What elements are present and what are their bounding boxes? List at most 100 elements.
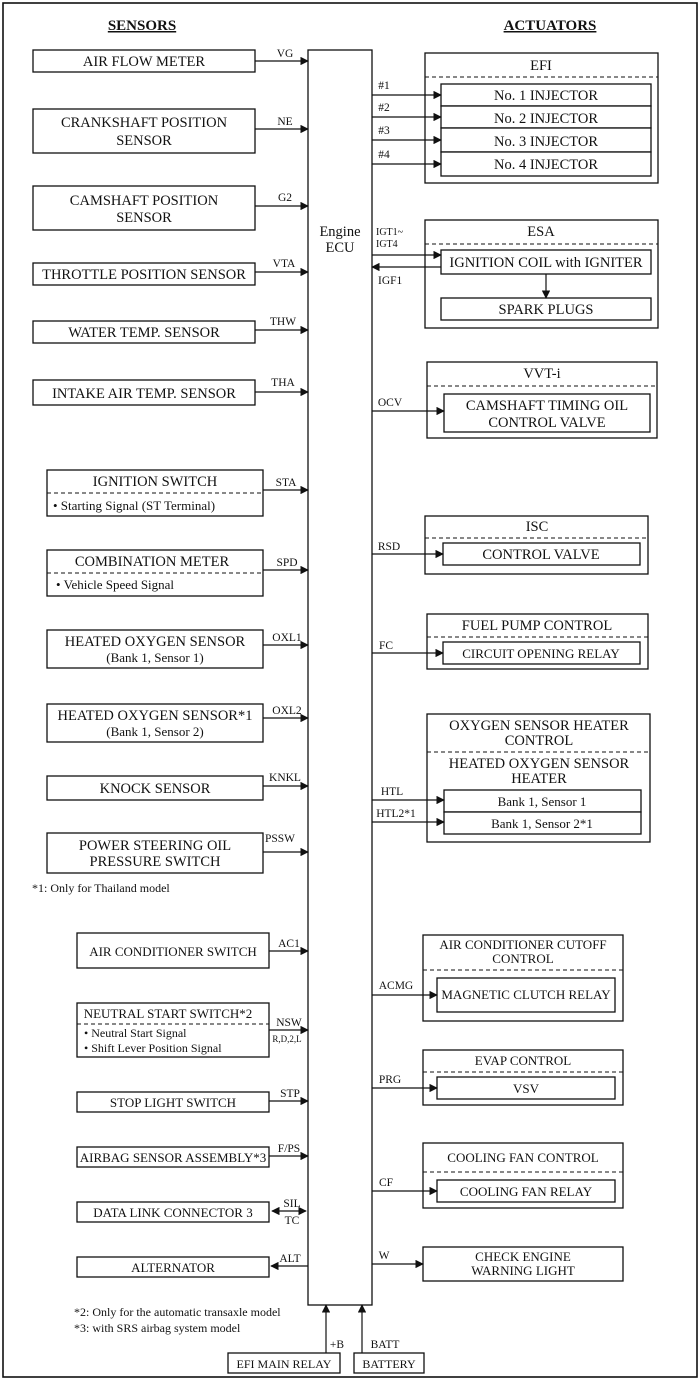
svg-text:SENSOR: SENSOR <box>116 133 172 149</box>
svg-text:FC: FC <box>379 640 393 652</box>
power-battery: BATTERY BATT <box>353 1304 425 1374</box>
svg-text:• Shift Lever Position Signal: • Shift Lever Position Signal <box>84 1041 222 1055</box>
sensor-data-link-connector: DATA LINK CONNECTOR 3 SIL TC <box>76 1198 307 1227</box>
sensor-stop-light-switch: STOP LIGHT SWITCH STP <box>76 1088 309 1113</box>
svg-text:• Vehicle Speed Signal: • Vehicle Speed Signal <box>56 577 174 592</box>
svg-text:EVAP CONTROL: EVAP CONTROL <box>475 1053 571 1068</box>
svg-text:#4: #4 <box>378 149 390 161</box>
svg-text:THROTTLE POSITION SENSOR: THROTTLE POSITION SENSOR <box>42 267 246 283</box>
svg-text:CONTROL VALVE: CONTROL VALVE <box>488 415 605 431</box>
svg-text:BATTERY: BATTERY <box>362 1357 416 1371</box>
svg-text:HTL: HTL <box>381 786 403 798</box>
svg-text:No. 1 INJECTOR: No. 1 INJECTOR <box>494 88 598 104</box>
svg-text:NE: NE <box>277 116 292 128</box>
svg-text:SIL: SIL <box>283 1198 300 1210</box>
footnote-1: *1: Only for Thailand model <box>32 881 170 895</box>
svg-text:VSV: VSV <box>513 1081 540 1096</box>
svg-text:INTAKE AIR TEMP. SENSOR: INTAKE AIR TEMP. SENSOR <box>52 386 236 402</box>
svg-text:EFI: EFI <box>530 58 552 74</box>
svg-text:W: W <box>379 1250 390 1262</box>
actuator-oxygen-heater-group: OXYGEN SENSOR HEATER CONTROL HEATED OXYG… <box>372 713 651 843</box>
sensor-water-temp: WATER TEMP. SENSOR THW <box>32 316 309 344</box>
actuator-evap-group: EVAP CONTROL VSV PRG <box>372 1049 624 1106</box>
sensor-knock: KNOCK SENSOR KNKL <box>46 772 309 801</box>
actuator-check-engine-light: CHECK ENGINE WARNING LIGHT W <box>372 1246 624 1282</box>
svg-text:KNOCK SENSOR: KNOCK SENSOR <box>100 781 211 797</box>
engine-ecu-box <box>307 49 373 1306</box>
svg-text:#3: #3 <box>378 125 390 137</box>
svg-text:AIR FLOW METER: AIR FLOW METER <box>83 54 206 70</box>
svg-text:PRG: PRG <box>379 1074 401 1086</box>
svg-text:Bank 1, Sensor 2*1: Bank 1, Sensor 2*1 <box>491 816 593 831</box>
svg-text:NEUTRAL START SWITCH*2: NEUTRAL START SWITCH*2 <box>84 1006 253 1021</box>
svg-text:No. 3 INJECTOR: No. 3 INJECTOR <box>494 134 598 150</box>
actuator-vvt-group: VVT-i CAMSHAFT TIMING OIL CONTROL VALVE … <box>372 361 658 439</box>
sensor-heated-oxygen-2: HEATED OXYGEN SENSOR*1 (Bank 1, Sensor 2… <box>46 703 309 743</box>
svg-text:BATT: BATT <box>371 1339 400 1351</box>
svg-text:MAGNETIC CLUTCH RELAY: MAGNETIC CLUTCH RELAY <box>441 987 611 1002</box>
svg-text:FUEL PUMP CONTROL: FUEL PUMP CONTROL <box>462 618 612 634</box>
svg-text:NSW: NSW <box>276 1017 302 1029</box>
svg-text:AIRBAG SENSOR ASSEMBLY*3: AIRBAG SENSOR ASSEMBLY*3 <box>80 1150 267 1165</box>
svg-text:CF: CF <box>379 1177 393 1189</box>
svg-text:EFI MAIN RELAY: EFI MAIN RELAY <box>237 1357 332 1371</box>
svg-text:THA: THA <box>271 377 295 389</box>
svg-text:HEATER: HEATER <box>511 771 567 787</box>
svg-text:ALT: ALT <box>279 1253 300 1265</box>
actuator-cooling-fan-group: COOLING FAN CONTROL COOLING FAN RELAY CF <box>372 1142 624 1209</box>
svg-text:KNKL: KNKL <box>269 772 301 784</box>
svg-text:STA: STA <box>276 477 297 489</box>
svg-text:#1: #1 <box>378 80 390 92</box>
svg-text:AIR CONDITIONER CUTOFF: AIR CONDITIONER CUTOFF <box>439 937 606 952</box>
sensor-combination-meter: COMBINATION METER • Vehicle Speed Signal… <box>46 549 309 597</box>
sensor-air-flow-meter: AIR FLOW METER VG <box>32 48 309 73</box>
svg-text:G2: G2 <box>278 192 292 204</box>
svg-text:POWER STEERING OIL: POWER STEERING OIL <box>79 838 231 854</box>
actuator-isc-group: ISC CONTROL VALVE RSD <box>372 515 649 575</box>
svg-text:No. 2 INJECTOR: No. 2 INJECTOR <box>494 111 598 127</box>
actuator-efi-group: EFI No. 1 INJECTOR No. 2 INJECTOR No. 3 … <box>372 52 659 184</box>
sensor-airbag-assembly: AIRBAG SENSOR ASSEMBLY*3 F/PS <box>76 1143 309 1168</box>
svg-text:Bank 1, Sensor 1: Bank 1, Sensor 1 <box>498 794 587 809</box>
svg-text:RSD: RSD <box>378 541 400 553</box>
sensor-air-conditioner-switch: AIR CONDITIONER SWITCH AC1 <box>76 932 309 969</box>
svg-text:OXL1: OXL1 <box>272 632 302 644</box>
footnote-3: *3: with SRS airbag system model <box>74 1321 241 1335</box>
svg-text:COMBINATION METER: COMBINATION METER <box>75 554 230 570</box>
svg-text:CONTROL: CONTROL <box>505 733 573 749</box>
svg-text:IGF1: IGF1 <box>378 275 403 287</box>
svg-text:AIR CONDITIONER SWITCH: AIR CONDITIONER SWITCH <box>89 944 257 959</box>
svg-text:#2: #2 <box>378 102 390 114</box>
sensor-neutral-start-switch: NEUTRAL START SWITCH*2 • Neutral Start S… <box>76 1002 309 1058</box>
svg-text:WARNING LIGHT: WARNING LIGHT <box>471 1263 575 1278</box>
svg-text:OXL2: OXL2 <box>272 705 302 717</box>
ecu-label-line2: ECU <box>326 240 356 256</box>
sensor-alternator: ALTERNATOR ALT <box>76 1253 308 1278</box>
svg-text:CHECK ENGINE: CHECK ENGINE <box>475 1249 571 1264</box>
svg-text:COOLING FAN RELAY: COOLING FAN RELAY <box>460 1184 593 1199</box>
svg-text:CONTROL: CONTROL <box>492 951 553 966</box>
svg-text:(Bank 1, Sensor 2): (Bank 1, Sensor 2) <box>106 724 204 739</box>
svg-text:ESA: ESA <box>527 224 555 240</box>
svg-text:• Neutral Start Signal: • Neutral Start Signal <box>84 1026 187 1040</box>
svg-text:TC: TC <box>285 1215 300 1227</box>
sensor-camshaft-position: CAMSHAFT POSITION SENSOR G2 <box>32 185 309 231</box>
svg-text:IGNITION SWITCH: IGNITION SWITCH <box>93 474 218 490</box>
svg-text:AC1: AC1 <box>278 938 300 950</box>
sensor-ignition-switch: IGNITION SWITCH • Starting Signal (ST Te… <box>46 469 309 517</box>
svg-text:OXYGEN SENSOR HEATER: OXYGEN SENSOR HEATER <box>449 718 629 734</box>
svg-text:No. 4 INJECTOR: No. 4 INJECTOR <box>494 157 598 173</box>
svg-text:CONTROL VALVE: CONTROL VALVE <box>482 547 599 563</box>
svg-text:IGT1~: IGT1~ <box>376 227 404 238</box>
svg-text:ACMG: ACMG <box>379 980 414 992</box>
svg-text:CAMSHAFT POSITION: CAMSHAFT POSITION <box>70 193 219 209</box>
svg-text:PSSW: PSSW <box>265 833 295 845</box>
footnote-2: *2: Only for the automatic transaxle mod… <box>74 1305 281 1319</box>
svg-text:HEATED OXYGEN SENSOR: HEATED OXYGEN SENSOR <box>449 756 630 772</box>
ecu-label-line1: Engine <box>319 224 360 240</box>
svg-text:HTL2*1: HTL2*1 <box>376 808 416 820</box>
svg-text:VG: VG <box>277 48 294 60</box>
svg-text:F/PS: F/PS <box>278 1143 300 1155</box>
